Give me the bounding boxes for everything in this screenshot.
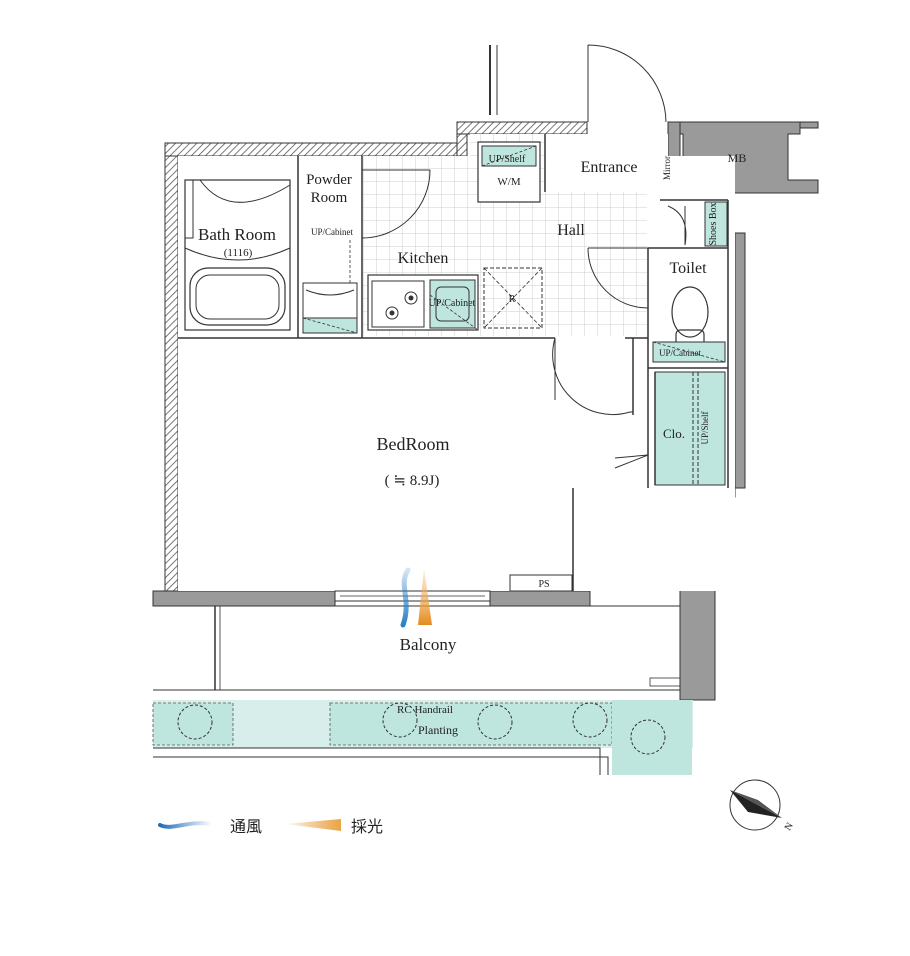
closet-shelf-label: UP/Shelf: [700, 411, 710, 444]
toilet-cabinet-label: UP/Cabinet: [659, 348, 701, 358]
bath-floor: [178, 156, 298, 336]
planting-strip: [152, 700, 693, 775]
interior-walls: [178, 134, 729, 591]
kitchen-cabinet-label: UP/Cabinet: [429, 298, 476, 309]
ventilation-daylight-marker: [400, 567, 432, 628]
bath-size-label: (1116): [224, 247, 253, 259]
powder-room-label-2: Room: [311, 190, 348, 206]
closet-label: Clo.: [663, 426, 685, 441]
hall-label: Hall: [557, 222, 585, 239]
shoes-box: [667, 201, 728, 247]
window: [334, 590, 491, 602]
compass-icon: N: [729, 779, 796, 833]
north-label: N: [783, 821, 796, 833]
toilet-label: Toilet: [669, 260, 707, 277]
ps-box: [509, 574, 573, 592]
refrigerator-label: R: [509, 294, 516, 305]
toilet-fixture: [652, 286, 726, 363]
exterior-walls: [152, 121, 591, 607]
daylight-icon: [285, 819, 341, 831]
balcony-label: Balcony: [400, 635, 457, 654]
mirror-label: Mirror: [662, 156, 672, 180]
kitchen-counter: [367, 274, 479, 331]
entrance-label: Entrance: [581, 159, 638, 176]
wm-label: W/M: [497, 176, 520, 188]
ps-label: PS: [538, 579, 549, 590]
refrigerator-space: [483, 267, 543, 329]
powder-cabinet-label: UP/Cabinet: [311, 227, 353, 237]
rc-handrail-label: RC Handrail: [397, 704, 453, 716]
bath-room-label: Bath Room: [198, 225, 276, 244]
daylight-label: 採光: [351, 817, 384, 836]
washing-machine: [477, 141, 541, 203]
ventilation-icon: [158, 821, 214, 829]
closet: [654, 371, 726, 486]
kitchen-label: Kitchen: [398, 250, 449, 267]
bedroom-size-label: ( ≒ 8.9J): [385, 473, 440, 489]
balcony: [153, 605, 681, 691]
bathtub: [184, 179, 291, 331]
powder-room-label-1: Powder: [306, 172, 352, 188]
bedroom-label: BedRoom: [376, 434, 449, 454]
wm-shelf-label: UP/Shelf: [489, 154, 526, 165]
doors: [361, 44, 667, 469]
mb-label: MB: [728, 151, 747, 165]
legend-ventilation: 通風: [158, 813, 262, 837]
legend-daylight: 採光: [285, 813, 383, 837]
planting-label: Planting: [418, 723, 458, 737]
entrance-floor: [545, 134, 668, 192]
shoes-box-label: Shoes Box: [708, 202, 719, 245]
ventilation-label: 通風: [230, 817, 263, 836]
powder-room-fixtures: [302, 240, 358, 334]
